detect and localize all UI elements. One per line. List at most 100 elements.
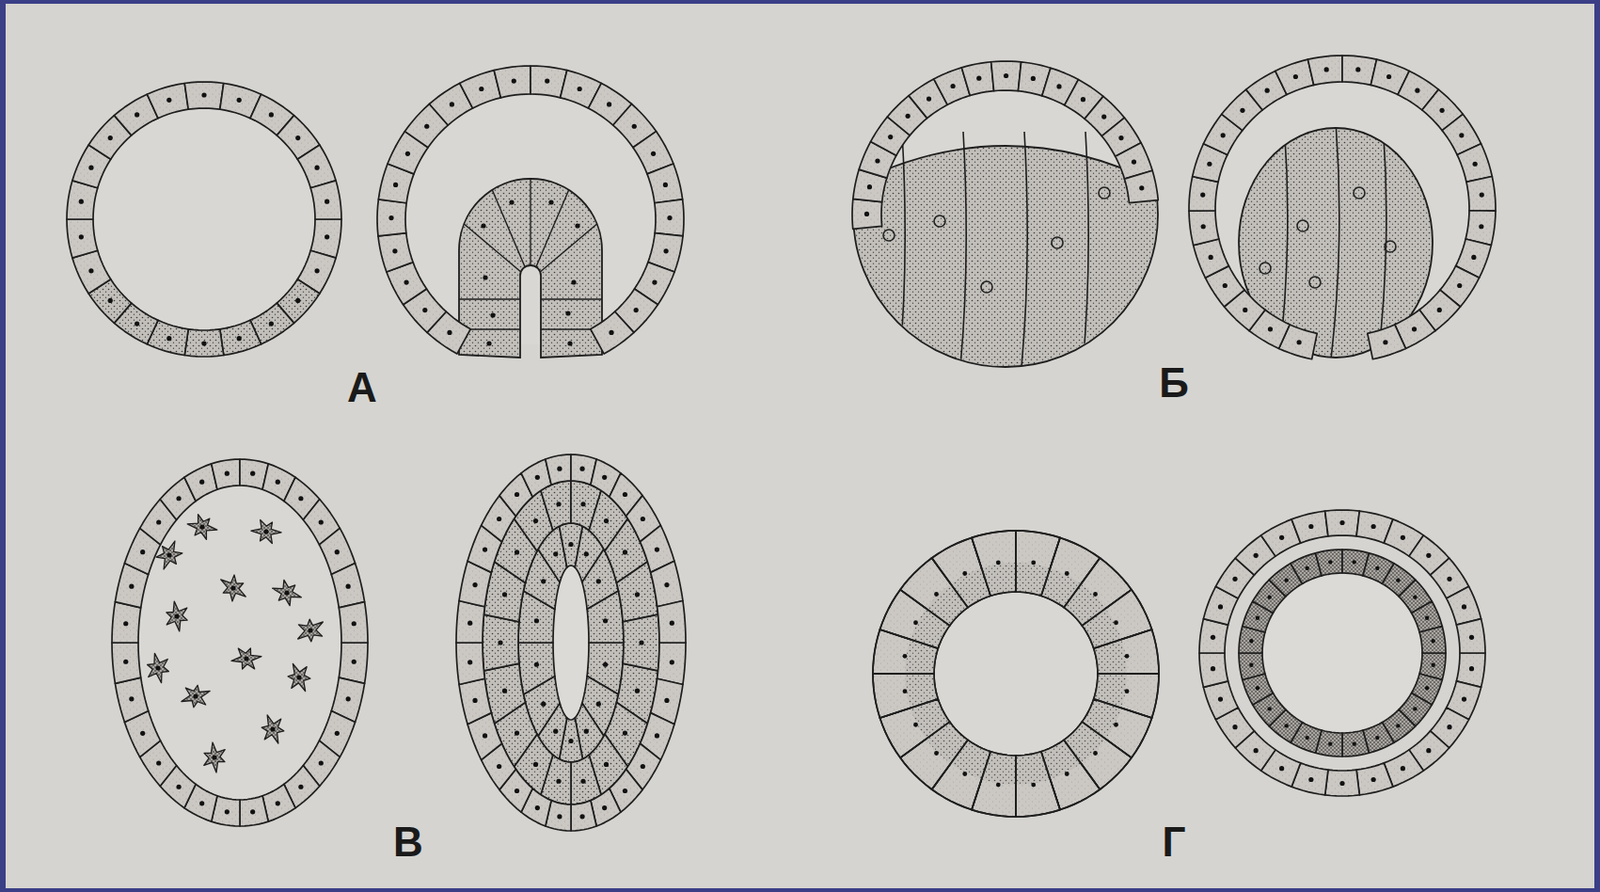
nucleus [1469,665,1474,671]
nucleus [934,591,939,597]
cell [459,678,492,725]
paper [5,3,1595,888]
nucleus [1471,254,1476,260]
nucleus [540,578,546,584]
nucleus [496,763,502,769]
nucleus [298,784,303,790]
nucleus [654,546,660,552]
nucleus [79,234,84,239]
nucleus [1265,88,1270,94]
nucleus [88,165,94,171]
cell [518,642,555,695]
nucleus [553,728,558,734]
nucleus [1400,765,1406,771]
nucleus [1430,638,1435,643]
nucleus [314,165,319,171]
cell [1193,238,1230,278]
nucleus [864,211,870,217]
nucleus [1425,615,1429,619]
nucleus [1283,723,1288,728]
cell [111,642,142,683]
nucleus [1412,594,1417,599]
nucleus [1412,706,1417,711]
nucleus [664,582,669,587]
delamination-early [872,530,1159,817]
nucleus [156,760,161,765]
nucleus [314,268,319,273]
nucleus [664,697,669,703]
nucleus [1064,570,1070,576]
cell [338,642,368,683]
nucleus [1353,187,1365,199]
nucleus [1469,634,1474,640]
cell-border [540,298,602,300]
nucleus [651,279,657,285]
nucleus [883,229,895,241]
cell [1041,739,1100,809]
nucleus [596,578,602,584]
nucleus [1328,559,1332,564]
cell [932,537,991,607]
nucleus [166,97,172,103]
nucleus [874,158,880,163]
nucleus [579,466,585,472]
nucleus [237,335,242,341]
nucleus [243,655,249,661]
nucleus [405,151,411,157]
nucleus [544,78,550,83]
nucleus [1113,722,1119,728]
nucleus [1473,161,1478,167]
nucleus [502,591,507,597]
nucleus [1324,66,1330,72]
nucleus [472,582,477,587]
nucleus [1328,741,1332,745]
nucleus [351,620,357,626]
figure-letter: Б [1158,362,1189,404]
cell [872,629,938,674]
nucleus [1098,187,1110,199]
cell [1307,55,1343,85]
nucleus [497,639,503,645]
nucleus [1080,96,1086,102]
epiboly-early [845,61,1166,377]
nucleus [1439,108,1444,113]
nucleus [199,479,205,485]
nucleus [134,320,140,326]
nucleus [570,279,576,285]
nucleus [298,495,303,501]
blastula [66,81,342,357]
nucleus [1382,339,1388,345]
nucleus [1206,161,1212,167]
nucleus [603,761,609,767]
cell [1063,721,1132,790]
cell [1419,626,1446,653]
nucleus [1279,765,1284,771]
nucleus [640,763,646,769]
nucleus [1208,254,1214,260]
nucleus [511,78,517,83]
nucleus [580,778,586,784]
cell [1466,176,1496,212]
nucleus [166,552,172,557]
nucleus [422,307,428,313]
outline [853,62,1158,367]
nucleus [1437,307,1442,313]
cell [872,673,938,718]
nucleus [669,620,675,626]
nucleus [1386,74,1392,80]
nucleus [269,320,274,326]
mesenchyme-cell [287,663,311,691]
nucleus [324,234,330,239]
nucleus [346,584,351,589]
nucleus [548,199,554,205]
cell-border [529,178,531,266]
nucleus [535,475,540,480]
nucleus [1267,594,1271,599]
nucleus [467,659,473,665]
nucleus [650,151,656,157]
nucleus [602,662,608,667]
nucleus [128,696,134,701]
cell-border [1330,122,1340,367]
cell [211,459,240,490]
nucleus [1304,735,1309,740]
